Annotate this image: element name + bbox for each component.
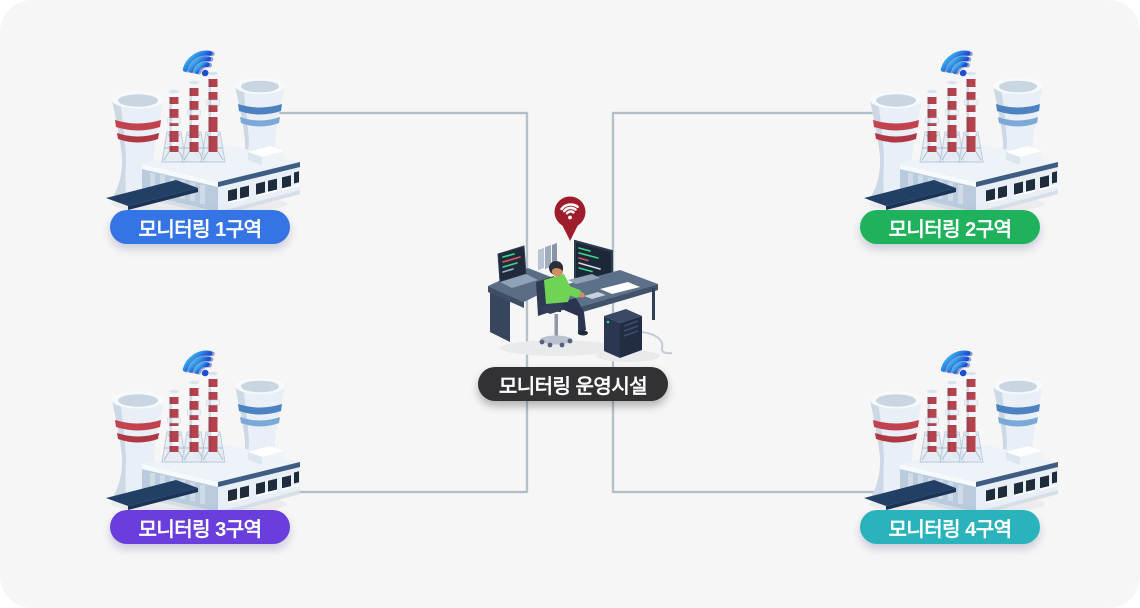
scene-shadow xyxy=(500,340,616,356)
badge-center-label: 모니터링 운영시설 xyxy=(498,375,648,398)
badge-zone3-label: 모니터링 3구역 xyxy=(138,518,262,541)
pc-tower xyxy=(604,309,673,358)
plant-illustration-zone4 xyxy=(856,334,1058,516)
plant-illustration-zone2 xyxy=(856,34,1058,216)
operator-person xyxy=(536,261,588,348)
wifi-pin-icon xyxy=(554,196,586,241)
badge-center-facility: 모니터링 운영시설 xyxy=(478,367,668,401)
badge-zone4-label: 모니터링 4구역 xyxy=(888,518,1012,541)
laptop xyxy=(497,245,538,288)
monitoring-operator-illustration xyxy=(488,196,673,362)
badge-zone4: 모니터링 4구역 xyxy=(860,510,1040,544)
left-desk xyxy=(488,268,564,342)
badge-zone2: 모니터링 2구역 xyxy=(860,210,1040,244)
badge-zone2-label: 모니터링 2구역 xyxy=(888,218,1012,241)
plant-illustration-zone1 xyxy=(98,34,300,216)
badge-zone1-label: 모니터링 1구역 xyxy=(138,218,262,241)
badge-zone3: 모니터링 3구역 xyxy=(110,510,290,544)
plant-illustration-zone3 xyxy=(98,334,300,516)
badge-zone1: 모니터링 1구역 xyxy=(110,210,290,244)
